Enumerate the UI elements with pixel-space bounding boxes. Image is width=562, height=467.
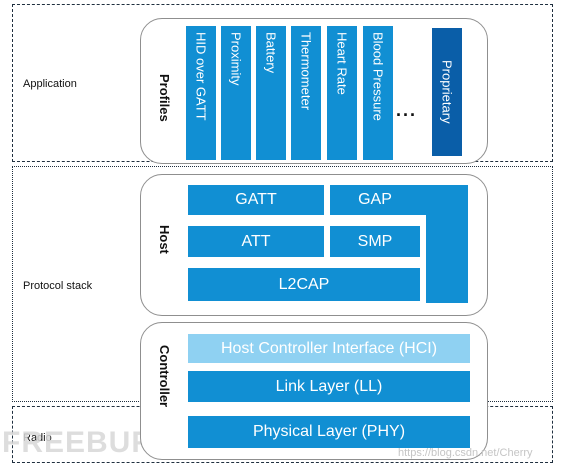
profile-hid-over-gatt: HID over GATT [186, 26, 216, 160]
profile-proprietary: Proprietary [432, 28, 462, 156]
gap-label: GAP [358, 191, 392, 208]
smp-block: SMP [330, 226, 420, 257]
host-title: Host [157, 225, 172, 254]
radio-layer-label: Radio [23, 432, 52, 444]
controller-title: Controller [157, 345, 172, 408]
application-layer-label: Application [23, 78, 77, 90]
profiles-title: Profiles [157, 74, 172, 122]
link-layer-block: Link Layer (LL) [188, 371, 470, 402]
att-block: ATT [188, 226, 324, 257]
hci-block: Host Controller Interface (HCI) [188, 334, 470, 363]
profile-battery: Battery [256, 26, 286, 160]
gatt-block: GATT [188, 185, 324, 215]
profile-heart-rate: Heart Rate [327, 26, 357, 160]
freebuf-watermark-logo: FREEBUF [2, 426, 151, 459]
profile-thermometer: Thermometer [291, 26, 321, 160]
csdn-watermark-url: https://blog.csdn.net/Cherry [398, 447, 533, 459]
profile-blood-pressure: Blood Pressure [363, 26, 393, 160]
physical-layer-block: Physical Layer (PHY) [188, 416, 470, 448]
profile-proximity: Proximity [221, 26, 251, 160]
l2cap-block: L2CAP [188, 268, 420, 301]
profiles-ellipsis: ... [396, 100, 418, 120]
protocol-stack-layer-label: Protocol stack [23, 280, 93, 292]
gap-block [330, 185, 468, 303]
gap-shape [330, 185, 468, 303]
